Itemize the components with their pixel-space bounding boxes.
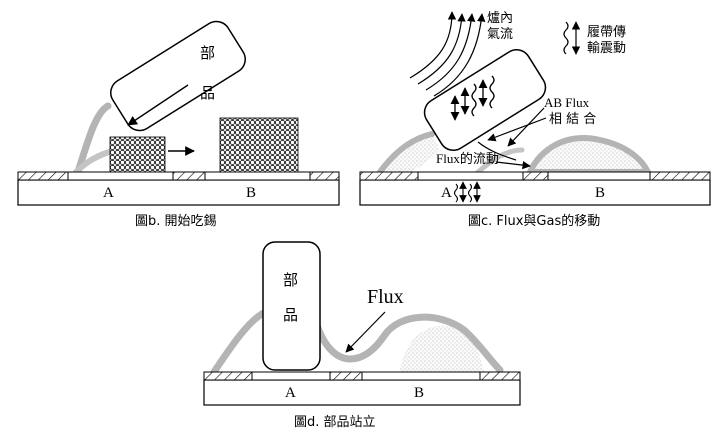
panel-d: 部 品 Flux A B 圖d. 部品站立 [203,241,521,430]
pad-b-label: B [246,185,256,201]
airflow-label: 爐內 [487,11,513,26]
pad-vibration-icon [453,181,481,203]
flux-label: Flux [367,286,404,308]
component [110,20,246,132]
pad-a-label: A [103,185,114,201]
flux-film [475,147,525,175]
component-label: 部 [200,44,215,62]
flux-pointer [345,311,386,353]
panel-b: 部 品 A B 圖b. 開始吃錫 [17,20,340,229]
vibration-arrows [450,75,495,121]
caption-c: 圖c. Flux與Gas的移動 [468,213,600,229]
solder-paste-a [109,136,166,173]
pad-b [361,371,481,381]
pad-a [417,171,524,181]
flux-film [314,313,504,374]
caption-d: 圖d. 部品站立 [294,415,376,430]
pad-b-label: B [595,185,605,201]
caption-b: 圖b. 開始吃錫 [135,213,217,229]
component-label: 品 [283,306,298,324]
vibration-label: 履帶傳 [587,25,626,40]
combine-label: 相 結 合 [549,112,596,127]
pcb-board [17,179,340,206]
pad-b [547,171,651,181]
slide-arrow [127,84,189,126]
airflow-label: 氣流 [487,27,513,42]
flux-pool [378,134,440,172]
pad-a [251,371,331,381]
panel-c: 爐內 氣流 履帶傳 輸震動 AB Flux 相 結 合 Flux的流動 A B … [359,11,711,229]
solder-paste-b [219,117,299,173]
airflow-arrows [409,11,486,97]
flux-film [74,102,112,176]
solder-mask [17,171,340,181]
vibration-label: 輸震動 [587,41,626,56]
component-label: 品 [200,84,215,102]
vibration-legend-icon [563,21,581,55]
flux-flow-arrow [495,160,531,170]
component [423,49,547,151]
flux-flow-label: Flux的流動 [436,151,499,166]
combine-arrow [487,117,547,142]
ab-flux-label: AB Flux [544,95,590,110]
component-label: 部 [283,271,298,289]
component [262,241,321,371]
flux-film [377,131,435,175]
flux-flow-arrow [477,141,517,161]
pad-b-label: B [414,385,424,401]
pad-a-label: A [285,385,296,401]
pad-a [67,171,174,181]
solder-mound [525,135,653,175]
pad-b [204,171,311,181]
solder-mask [359,171,711,181]
flux-film [210,308,270,376]
pcb-board [359,179,711,206]
pad-a-label: A [441,185,452,201]
combine-arrow [507,107,545,147]
pcb-board [203,379,521,406]
solder-mound [400,325,484,372]
